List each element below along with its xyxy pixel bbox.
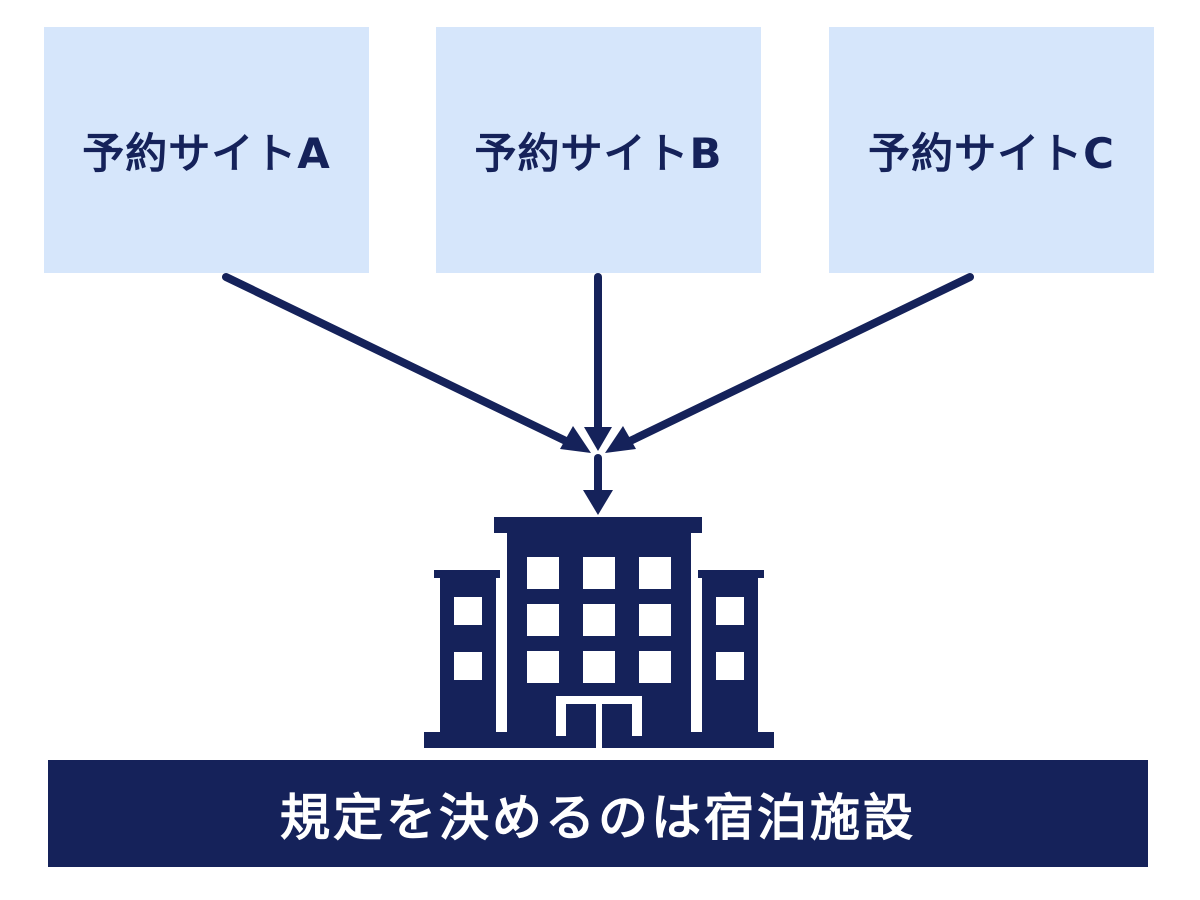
arrowhead-site-c: [605, 426, 636, 453]
arrowhead-site-b: [584, 427, 612, 451]
conclusion-banner: 規定を決めるのは宿泊施設: [48, 760, 1148, 867]
booking-site-a-label: 予約サイトA: [82, 128, 331, 178]
booking-site-a-box: 予約サイトA: [44, 27, 369, 273]
booking-site-c-label: 予約サイトC: [868, 128, 1115, 178]
booking-site-b-label: 予約サイトB: [474, 128, 723, 178]
arrow-from-site-c: [624, 273, 974, 446]
arrowhead-to-hotel: [583, 490, 613, 515]
booking-site-c-box: 予約サイトC: [829, 27, 1154, 273]
conclusion-banner-text: 規定を決めるのは宿泊施設: [280, 788, 916, 847]
arrowhead-site-a: [560, 426, 591, 453]
booking-site-b-box: 予約サイトB: [436, 27, 761, 273]
hotel-building-icon: [424, 517, 774, 748]
arrow-from-site-a: [222, 273, 572, 446]
